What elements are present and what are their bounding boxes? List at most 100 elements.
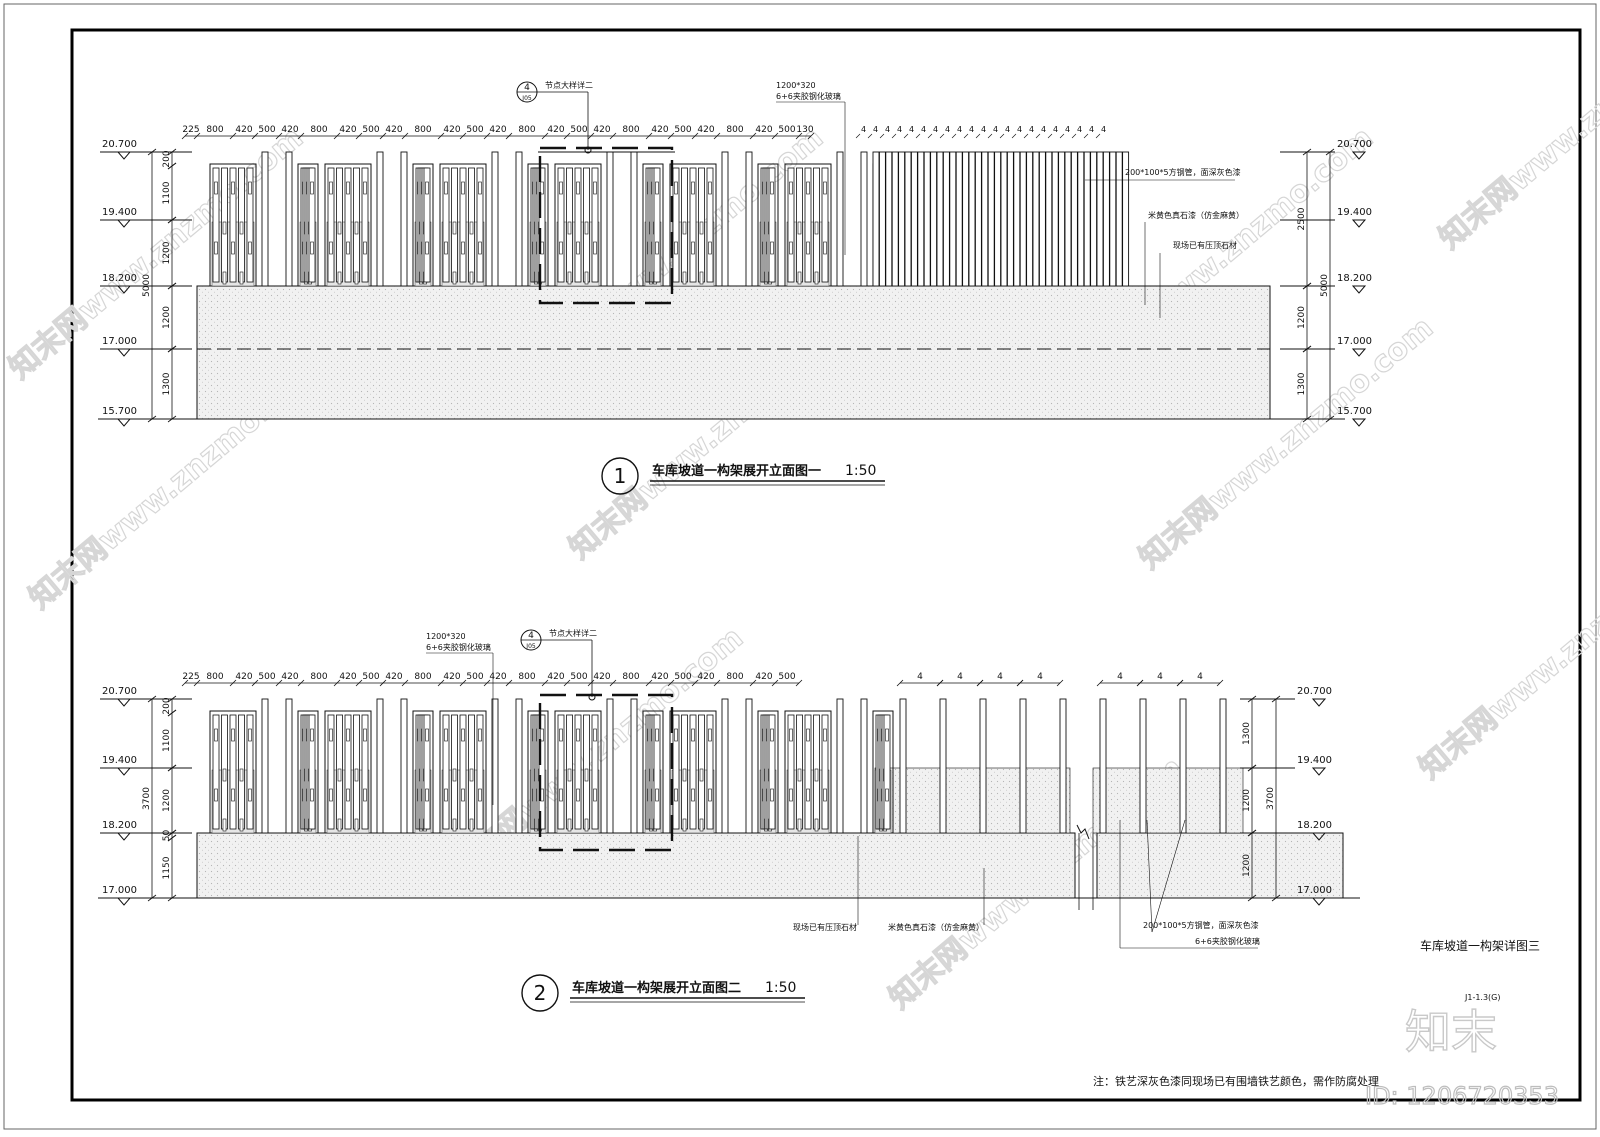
dim-label: 800 bbox=[622, 125, 639, 135]
dim-tick bbox=[587, 679, 595, 687]
fret-bar bbox=[476, 167, 484, 283]
post bbox=[261, 151, 269, 287]
dim-tick bbox=[181, 679, 189, 687]
fret-bar bbox=[821, 167, 829, 283]
fine-dim-label: 4 bbox=[1101, 125, 1106, 134]
dim-label: 500 bbox=[362, 672, 379, 682]
ann-coping-stone: 现场已有压顶石材 bbox=[1173, 240, 1237, 250]
glass-run bbox=[874, 767, 1071, 834]
outer-border bbox=[3, 3, 1597, 1130]
dim-tick bbox=[355, 679, 363, 687]
dim-label: 420 bbox=[489, 672, 506, 682]
ann-glass-2: 6+6夹胶钢化玻璃 bbox=[1195, 936, 1260, 946]
fret-slot bbox=[461, 181, 465, 195]
post bbox=[860, 698, 868, 834]
fret-bar bbox=[308, 714, 316, 830]
level-triangle bbox=[1351, 151, 1367, 160]
ann-glass-size: 1200*320 bbox=[776, 81, 816, 90]
vdim-tick bbox=[167, 282, 177, 290]
fret-bar bbox=[538, 167, 546, 283]
fret-slot bbox=[540, 181, 544, 195]
fret-slot bbox=[770, 181, 774, 195]
post bbox=[261, 698, 269, 834]
post bbox=[285, 151, 293, 287]
fret-slot bbox=[248, 788, 252, 802]
vdim-label: 1200 bbox=[162, 306, 172, 329]
dim-tick bbox=[1071, 133, 1077, 139]
vdim-tick bbox=[167, 695, 177, 703]
post bbox=[1064, 151, 1072, 287]
vdim-tick bbox=[147, 695, 157, 703]
ann-coping-stone: 现场已有压顶石材 bbox=[793, 922, 857, 932]
fret-bar bbox=[787, 167, 795, 283]
fret-slot bbox=[444, 241, 448, 255]
level-triangle bbox=[116, 151, 132, 160]
post bbox=[930, 151, 938, 287]
post bbox=[1083, 151, 1091, 287]
fret-bar bbox=[459, 714, 467, 830]
level-triangle bbox=[1311, 698, 1327, 707]
fret-slot bbox=[770, 241, 774, 255]
fret-slot bbox=[674, 728, 678, 742]
wide-dim-label: 4 bbox=[957, 672, 963, 682]
fret-slot bbox=[691, 241, 695, 255]
dim-tick bbox=[987, 133, 993, 139]
fret-slot bbox=[239, 768, 244, 782]
elevation-title: 车库坡道一构架展开立面图一 bbox=[652, 463, 821, 479]
elevation-title: 车库坡道一构架展开立面图二 bbox=[572, 980, 741, 996]
dim-tick bbox=[891, 133, 897, 139]
post bbox=[936, 151, 944, 287]
fret-slot bbox=[770, 788, 774, 802]
wide-dim-label: 4 bbox=[1117, 672, 1123, 682]
fret-slot bbox=[559, 181, 563, 195]
vdim-tick bbox=[147, 894, 157, 902]
fret-slot bbox=[593, 241, 597, 255]
fine-dim-label: 4 bbox=[945, 125, 950, 134]
dim-label: 800 bbox=[206, 672, 223, 682]
dim-tick bbox=[229, 132, 237, 140]
fret-bar bbox=[804, 714, 812, 830]
dim-tick bbox=[1023, 133, 1029, 139]
dim-tick bbox=[483, 132, 491, 140]
level-label: 18.200 bbox=[1297, 820, 1332, 831]
vdim-tick bbox=[1247, 829, 1257, 837]
post bbox=[1045, 151, 1053, 287]
dim-tick bbox=[609, 132, 617, 140]
dim-tick bbox=[999, 133, 1005, 139]
fine-dim-label: 4 bbox=[861, 125, 866, 134]
post bbox=[1122, 151, 1130, 287]
post bbox=[1179, 698, 1187, 834]
fine-dim-label: 4 bbox=[1005, 125, 1010, 134]
dim-tick bbox=[713, 679, 721, 687]
fret-slot bbox=[444, 181, 448, 195]
dim-tick bbox=[749, 679, 757, 687]
fine-dim-label: 4 bbox=[1029, 125, 1034, 134]
fret-bar bbox=[821, 714, 829, 830]
dim-tick bbox=[975, 133, 981, 139]
vdim-tick bbox=[1302, 345, 1312, 353]
level-triangle bbox=[116, 219, 132, 228]
dim-label: 420 bbox=[443, 125, 460, 135]
post bbox=[1051, 151, 1059, 287]
post bbox=[721, 151, 729, 287]
dim-tick bbox=[645, 132, 653, 140]
fret-slot bbox=[469, 221, 474, 235]
dim-label: 800 bbox=[414, 125, 431, 135]
fret-slot bbox=[806, 181, 810, 195]
fret-slot bbox=[231, 728, 235, 742]
fret-slot bbox=[567, 768, 572, 782]
vdim-tick bbox=[167, 709, 177, 717]
dim-tick bbox=[795, 132, 803, 140]
fret-slot bbox=[346, 728, 350, 742]
post bbox=[400, 151, 408, 287]
fret-bar bbox=[459, 167, 467, 283]
fret-bar bbox=[706, 714, 714, 830]
fret-bar bbox=[361, 167, 369, 283]
fret-bar bbox=[574, 714, 582, 830]
vdim-tick bbox=[1325, 415, 1335, 423]
fret-slot bbox=[806, 788, 810, 802]
level-triangle bbox=[116, 698, 132, 707]
dim-tick bbox=[771, 132, 779, 140]
